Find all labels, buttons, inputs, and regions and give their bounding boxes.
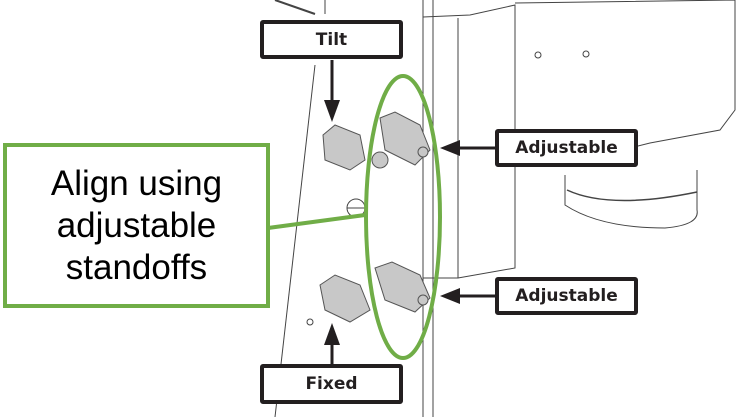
label-fixed: Fixed [260, 364, 403, 404]
callout-line1: Align using [50, 163, 223, 203]
callout-box: Align using adjustable standoffs [3, 143, 270, 308]
label-text: Adjustable [515, 138, 618, 158]
label-adjustable-top: Adjustable [495, 129, 638, 167]
standoff-tilt [322, 124, 389, 171]
callout-line2: adjustable [56, 205, 217, 245]
standoff-fixed [319, 274, 371, 323]
label-adjustable-bottom: Adjustable [495, 277, 638, 315]
callout-line3: standoffs [65, 247, 208, 287]
callout-leader-line [267, 213, 366, 230]
label-tilt: Tilt [260, 20, 403, 59]
highlight-ellipse [364, 74, 442, 360]
standoff-adjustable-bottom [374, 261, 431, 313]
arrows [324, 60, 495, 365]
label-text: Adjustable [515, 286, 618, 306]
label-text: Tilt [315, 29, 348, 50]
standoff-adjustable-top [379, 111, 431, 166]
label-text: Fixed [305, 374, 358, 394]
